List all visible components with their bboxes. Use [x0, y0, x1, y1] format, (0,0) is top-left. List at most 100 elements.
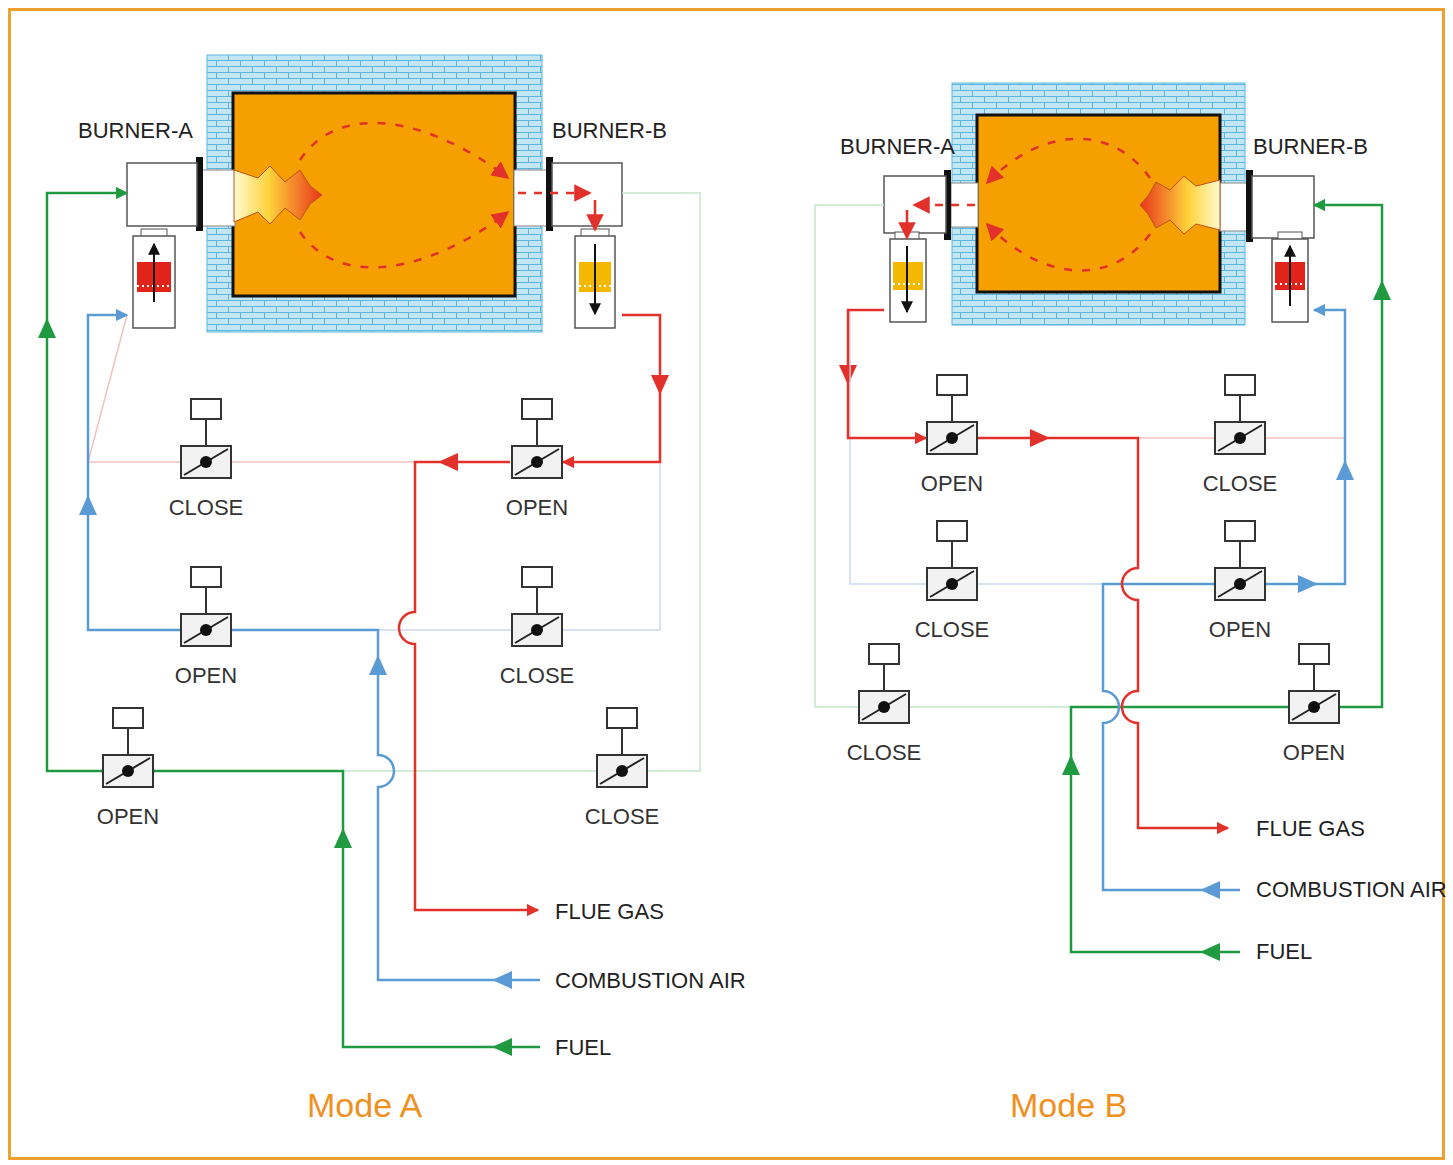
burner-a-hardware-mode-b	[890, 239, 926, 322]
valve-disc	[1216, 569, 1264, 599]
valve-symbol: CLOSE	[180, 445, 232, 479]
valve-disc	[928, 423, 976, 453]
valve-symbol: OPEN	[926, 421, 978, 455]
valve-disc	[878, 701, 890, 713]
valve-disc	[1234, 432, 1246, 444]
valve-actuator	[606, 707, 638, 729]
burner-a-hardware-mode-b	[906, 210, 909, 238]
valve-stem	[951, 542, 953, 567]
burner-a-hardware-mode-b	[914, 204, 975, 207]
flow-arrows-mode-a	[492, 1038, 512, 1056]
burner-assembly: BURNER-B	[1252, 176, 1314, 322]
valve-disc	[862, 694, 906, 720]
valve-actuator	[190, 566, 222, 588]
valve-disc	[1218, 425, 1262, 451]
pipe-connector	[815, 205, 884, 707]
valve-disc	[1290, 692, 1338, 722]
valve-actuator	[521, 398, 553, 420]
piping-mode-b	[978, 583, 1103, 585]
valve-symbol: CLOSE	[596, 754, 648, 788]
valve-state-label: CLOSE	[847, 740, 922, 766]
valve-disc	[513, 615, 561, 645]
valve-actuator	[1224, 520, 1256, 542]
valve-actuator	[936, 374, 968, 396]
valve-stem	[1313, 665, 1315, 690]
valve-disc	[122, 765, 134, 777]
valve-disc	[515, 449, 559, 475]
stream-label: FUEL	[555, 1035, 611, 1061]
stream-label: COMBUSTION AIR	[555, 968, 746, 994]
flow-arrows-mode-a	[492, 971, 512, 989]
burner-b-hardware-mode-b	[1272, 239, 1308, 322]
valve-disc	[1216, 423, 1264, 453]
stream-label: FLUE GAS	[555, 899, 664, 925]
burner-a-hardware-mode-b	[884, 170, 975, 322]
burner-assembly: BURNER-B	[552, 163, 622, 328]
valve-disc	[106, 758, 150, 784]
valve-stem	[536, 420, 538, 445]
valve-disc	[598, 756, 646, 786]
pipe-connector	[1314, 205, 1382, 707]
valve-disc	[184, 617, 228, 643]
burner-b-hardware-mode-b	[1252, 176, 1314, 238]
furnace-b	[1220, 183, 1247, 231]
pipe-connector	[1266, 310, 1345, 584]
burner-a-hardware-mode-b	[906, 246, 908, 312]
piping-mode-b	[910, 438, 1288, 952]
valve-symbol: OPEN	[1288, 690, 1340, 724]
furnace-b	[987, 139, 1150, 183]
valve-stem	[205, 420, 207, 445]
valve-state-label: OPEN	[921, 471, 983, 497]
burner-a-hardware-mode-a	[127, 163, 197, 226]
furnace-b	[977, 115, 1220, 292]
valve-state-label: OPEN	[506, 495, 568, 521]
valve-actuator	[521, 566, 553, 588]
piping-mode-b	[910, 706, 1071, 708]
piping-mode-a	[232, 630, 540, 980]
valve-disc	[930, 571, 974, 597]
valve-disc	[184, 449, 228, 475]
valve-state-label: CLOSE	[1203, 471, 1278, 497]
burner-b-hardware-mode-a	[594, 244, 596, 314]
valve-disc	[200, 456, 212, 468]
valve-disc	[946, 578, 958, 590]
valve-disc	[104, 756, 152, 786]
valve-actuator	[936, 520, 968, 542]
valve-stem	[621, 729, 623, 754]
burner-a-hardware-mode-a	[153, 244, 155, 302]
valve-state-label: CLOSE	[169, 495, 244, 521]
valve-symbol: OPEN	[180, 613, 232, 647]
valve-symbol: OPEN	[1214, 567, 1266, 601]
valve-symbol: CLOSE	[926, 567, 978, 601]
valve-disc	[930, 425, 974, 451]
pipe-connector	[1266, 310, 1345, 438]
valve-symbol: OPEN	[102, 754, 154, 788]
burner-assembly: BURNER-A	[127, 163, 197, 328]
flow-arrows-mode-a	[38, 318, 669, 1056]
valve-actuator	[1224, 374, 1256, 396]
valve-actuator	[1298, 643, 1330, 665]
burner-label: BURNER-A	[78, 118, 193, 144]
valve-state-label: OPEN	[97, 804, 159, 830]
valve-disc	[1218, 571, 1262, 597]
furnace-b	[951, 83, 1247, 325]
valve-actuator	[190, 398, 222, 420]
pipe-connector	[88, 315, 180, 462]
valve-disc	[616, 765, 628, 777]
valve-state-label: CLOSE	[500, 663, 575, 689]
valve-symbol: CLOSE	[858, 690, 910, 724]
burner-b-hardware-mode-a	[575, 236, 615, 328]
furnace-a	[300, 212, 508, 267]
piping-mode-a	[154, 462, 596, 1047]
valve-disc	[531, 624, 543, 636]
valve-actuator	[868, 643, 900, 665]
pipe-connector	[850, 310, 926, 584]
burner-b-hardware-mode-a	[518, 192, 590, 195]
flow-arrows-mode-b	[839, 280, 1391, 961]
flow-arrows-mode-a	[369, 655, 387, 675]
valve-actuator	[112, 707, 144, 729]
furnace-a	[234, 166, 322, 224]
flow-arrows-mode-a	[334, 828, 352, 848]
furnace-a	[233, 93, 515, 296]
valve-symbol: CLOSE	[511, 613, 563, 647]
